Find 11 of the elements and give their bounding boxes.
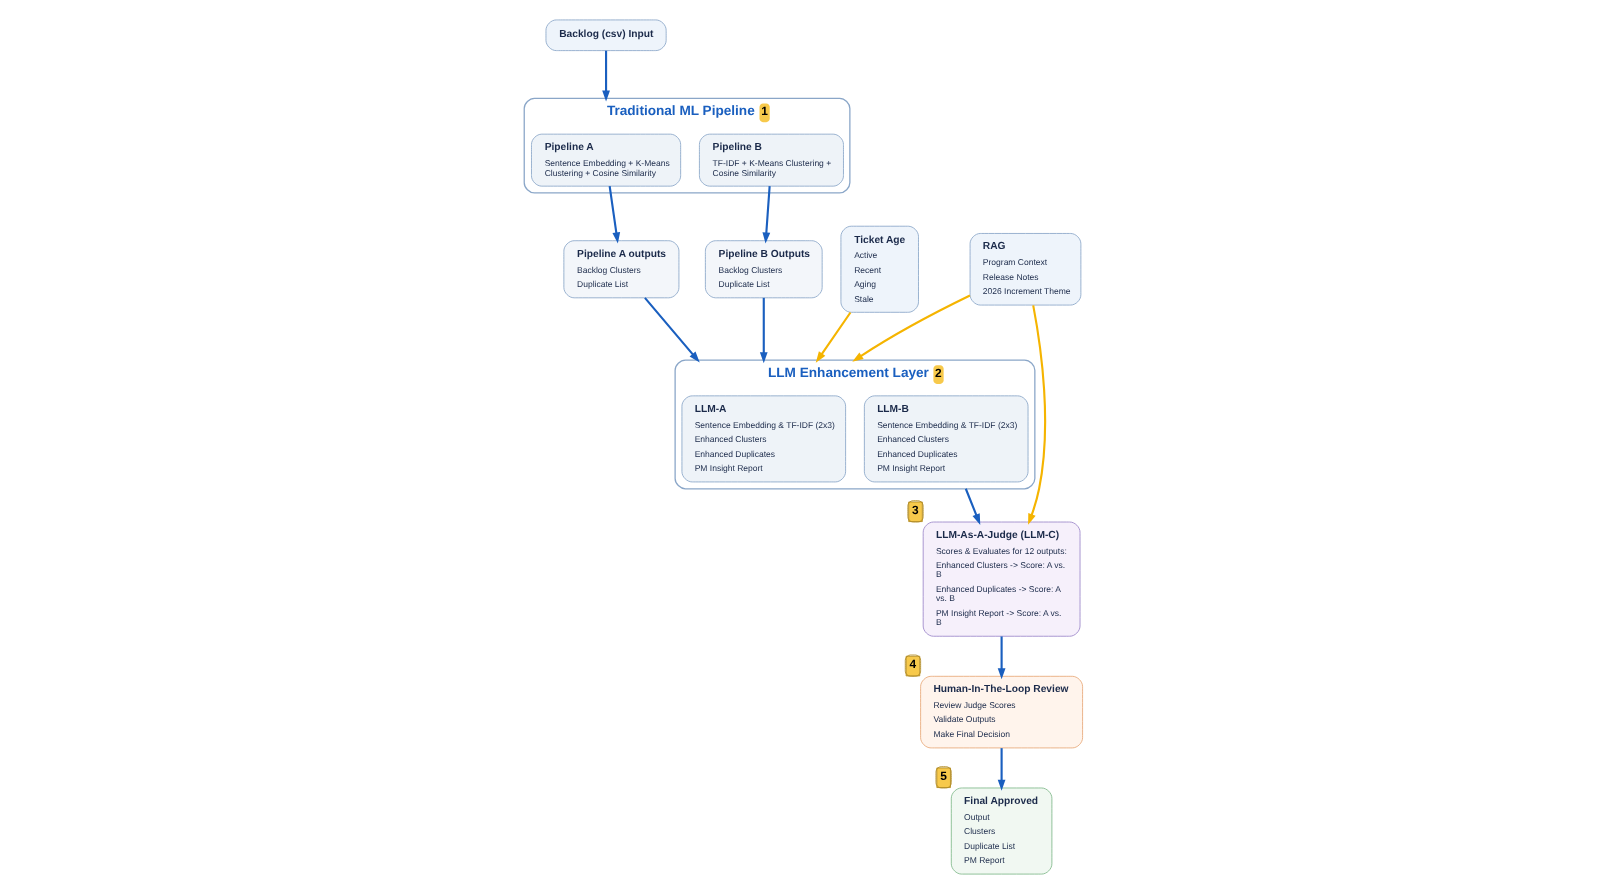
arrow <box>607 186 620 244</box>
arrow <box>601 50 609 102</box>
arrow <box>996 636 1005 680</box>
arrow <box>814 311 851 363</box>
arrow <box>643 297 699 363</box>
arrow <box>851 294 970 362</box>
arrow <box>963 488 980 525</box>
arrow <box>1027 305 1046 525</box>
arrow <box>996 748 1005 791</box>
arrow <box>761 186 770 244</box>
arrow <box>758 297 767 364</box>
